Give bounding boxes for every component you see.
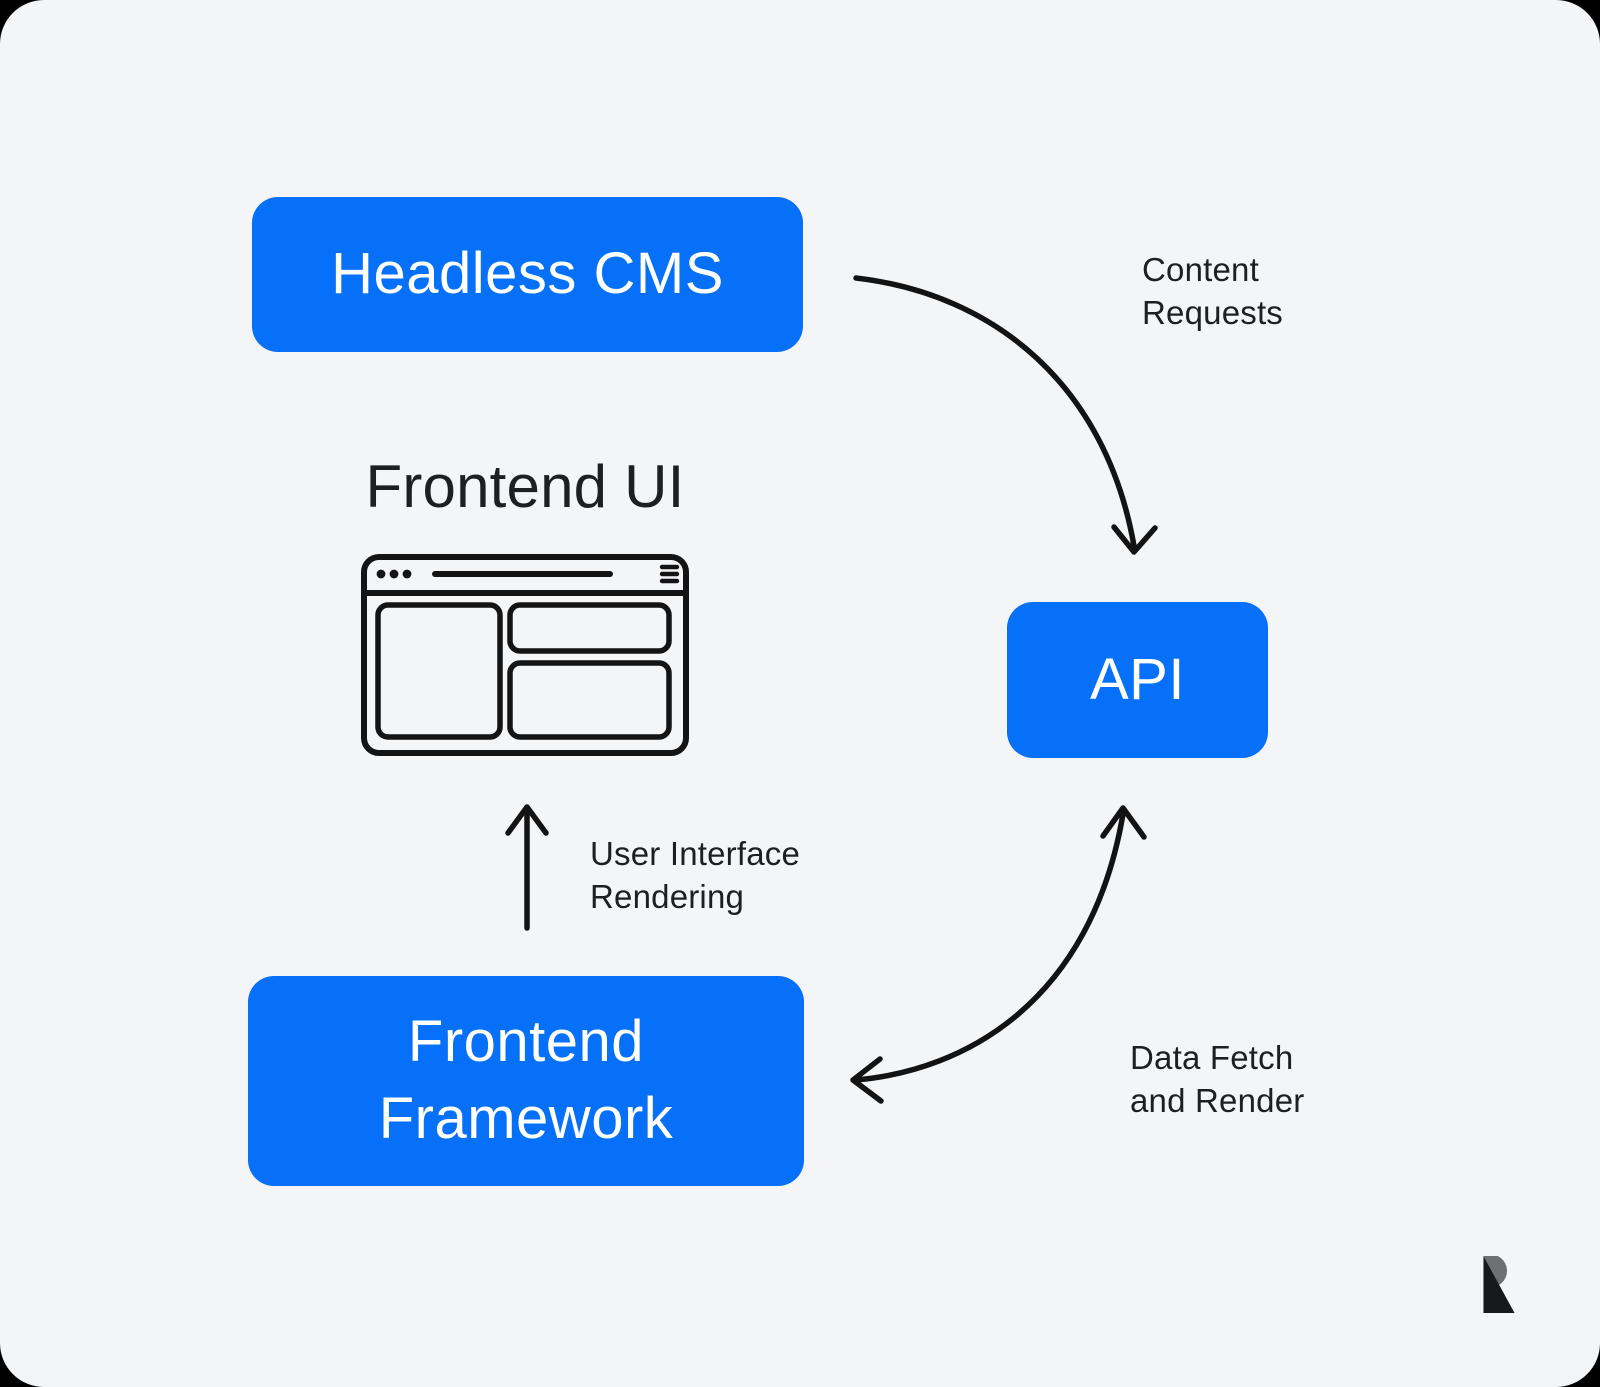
data-fetch-render-label: Data Fetch and Render [1130, 1039, 1305, 1119]
node-frontend-framework: Frontend Framework [248, 976, 804, 1186]
frontend-ui-heading: Frontend UI [365, 453, 685, 520]
data-fetch-render-arrow [850, 805, 1147, 1104]
node-headless-cms-label: Headless CMS [331, 241, 724, 307]
node-api-label: API [1090, 646, 1185, 712]
content-requests-label: Content Requests [1142, 251, 1284, 331]
ui-rendering-arrow [505, 804, 549, 931]
node-headless-cms: Headless CMS [252, 197, 803, 352]
user-interface-rendering-label: User Interface Rendering [590, 835, 801, 915]
content-requests-arrow [853, 275, 1158, 555]
r-mark-logo-icon [1483, 1256, 1515, 1313]
browser-window-icon [361, 554, 689, 756]
node-frontend-framework-label: Frontend Framework [378, 1009, 674, 1151]
node-api: API [1007, 602, 1268, 758]
